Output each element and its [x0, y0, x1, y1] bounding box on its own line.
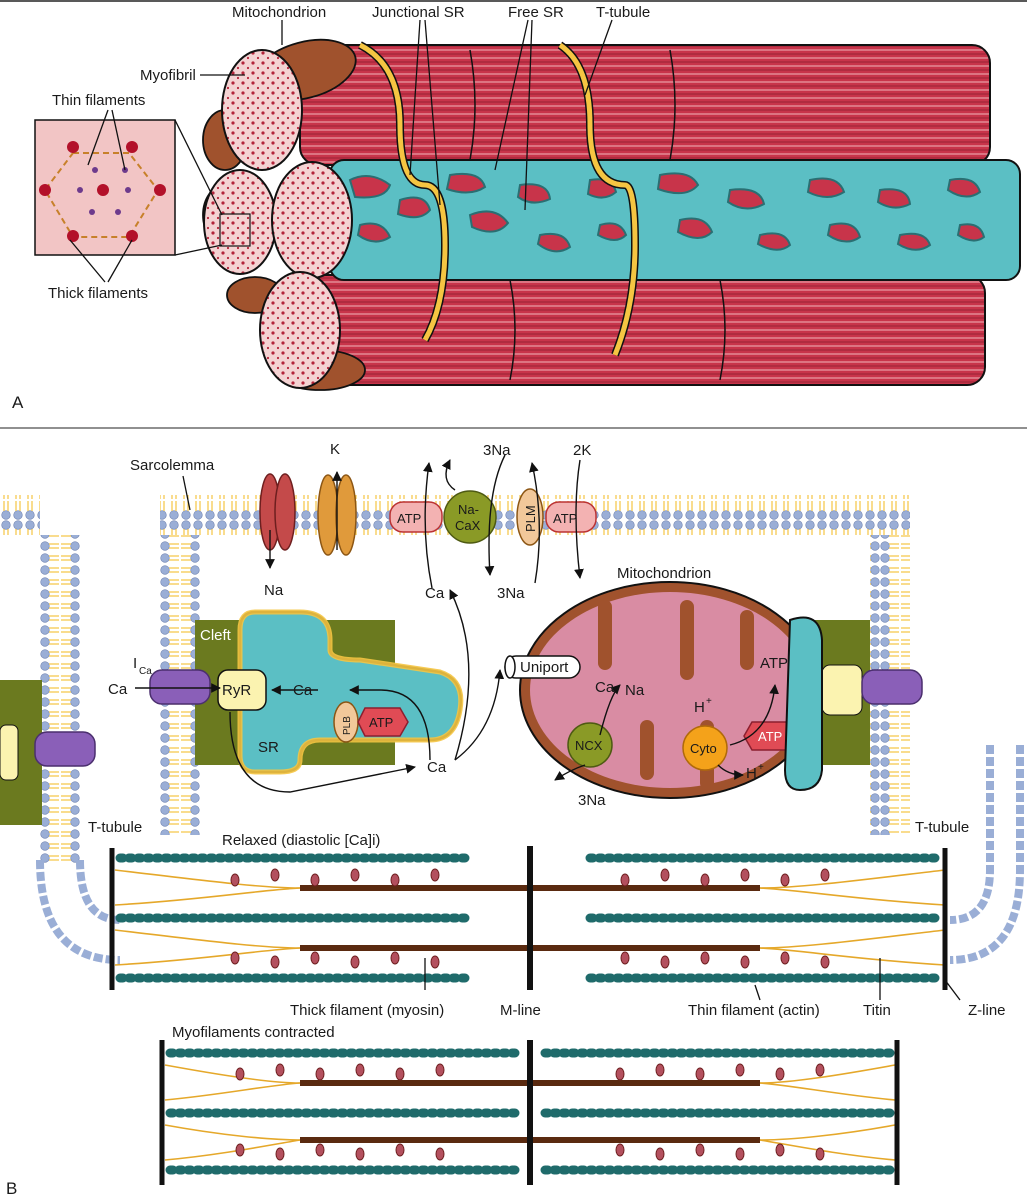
naca-exchanger: [443, 490, 497, 544]
label-cleft: Cleft: [200, 627, 232, 644]
sarcomere-contracted: [159, 1040, 900, 1185]
uniport: [504, 655, 581, 679]
label-3na-mito: 3Na: [578, 792, 606, 809]
label-ica: I: [133, 655, 137, 672]
muscle-fiber: [202, 38, 1021, 391]
myofibril-cross-section: [221, 49, 303, 171]
label-ca-cyto: Ca: [427, 759, 447, 776]
label-mito-na: Na: [625, 682, 645, 699]
label-m-line: M-line: [500, 1002, 541, 1019]
label-k: K: [330, 441, 340, 458]
label-ca-sr: Ca: [293, 682, 313, 699]
label-thick-filament: Thick filament (myosin): [290, 1002, 444, 1019]
label-3na-below: 3Na: [497, 585, 525, 602]
na-channel: [259, 473, 296, 551]
label-sr: SR: [258, 739, 279, 756]
label-atp-sr: ATP: [369, 715, 393, 730]
label-atp-1: ATP: [397, 511, 421, 526]
label-mito-ca: Ca: [595, 679, 615, 696]
label-relaxed: Relaxed (diastolic [Ca]i): [222, 832, 380, 849]
label-naca-1: Na-: [458, 502, 479, 517]
atp-pump-1: [389, 501, 443, 533]
label-ica-sub: Ca: [139, 666, 152, 677]
label-ca-below: Ca: [425, 585, 445, 602]
label-atp-2: ATP: [553, 511, 577, 526]
panel-letter-b: B: [6, 1179, 17, 1198]
panel-a: Mitochondrion Junctional SR Free SR T-tu…: [12, 4, 1021, 412]
label-h-plus-2: H: [746, 765, 757, 782]
plm: [516, 488, 544, 546]
label-thick-filaments: Thick filaments: [48, 285, 148, 302]
label-h-plus-1: H: [694, 699, 705, 716]
label-plus-2: +: [758, 762, 764, 773]
k-channel: [317, 474, 357, 556]
label-3na-top: 3Na: [483, 442, 511, 459]
label-t-tubule-right: T-tubule: [915, 819, 969, 836]
label-contracted: Myofilaments contracted: [172, 1024, 335, 1041]
label-thin-filament: Thin filament (actin): [688, 1002, 820, 1019]
label-free-sr: Free SR: [508, 4, 564, 21]
label-plb: PLB: [342, 716, 353, 735]
label-mitochondrion: Mitochondrion: [232, 4, 326, 21]
label-atp-mito-2: ATP: [758, 729, 782, 744]
panel-letter-a: A: [12, 393, 24, 412]
label-ca-in: Ca: [108, 681, 128, 698]
label-t-tubule-a: T-tubule: [596, 4, 650, 21]
label-t-tubule-left: T-tubule: [88, 819, 142, 836]
label-ncx: NCX: [575, 738, 603, 753]
label-titin: Titin: [863, 1002, 891, 1019]
label-thin-filaments: Thin filaments: [52, 92, 145, 109]
label-plm: PLM: [523, 505, 538, 532]
label-na: Na: [264, 582, 284, 599]
mito-ncx: [567, 722, 613, 768]
label-mitochondrion-b: Mitochondrion: [617, 565, 711, 582]
label-z-line: Z-line: [968, 1002, 1006, 1019]
label-cyto: Cyto: [690, 741, 717, 756]
sarcomere-relaxed: [109, 846, 948, 990]
label-sarcolemma: Sarcolemma: [130, 457, 215, 474]
label-junctional-sr: Junctional SR: [372, 4, 465, 21]
label-atp-mito: ATP: [760, 655, 788, 672]
cytochrome: [682, 725, 728, 771]
atp-sr-pump: [357, 707, 409, 737]
atp-pump-2: [545, 501, 597, 533]
panel-b: Sarcolemma K Na 3Na 2K ATP Na- CaX PLM A…: [0, 441, 1024, 1198]
label-plus-1: +: [706, 696, 712, 707]
label-ryr: RyR: [222, 682, 251, 699]
label-myofibril: Myofibril: [140, 67, 196, 84]
ica-channel: [149, 669, 211, 705]
label-2k: 2K: [573, 442, 591, 459]
filament-inset: [34, 119, 251, 256]
label-uniport: Uniport: [520, 659, 569, 676]
label-naca-2: CaX: [455, 518, 481, 533]
